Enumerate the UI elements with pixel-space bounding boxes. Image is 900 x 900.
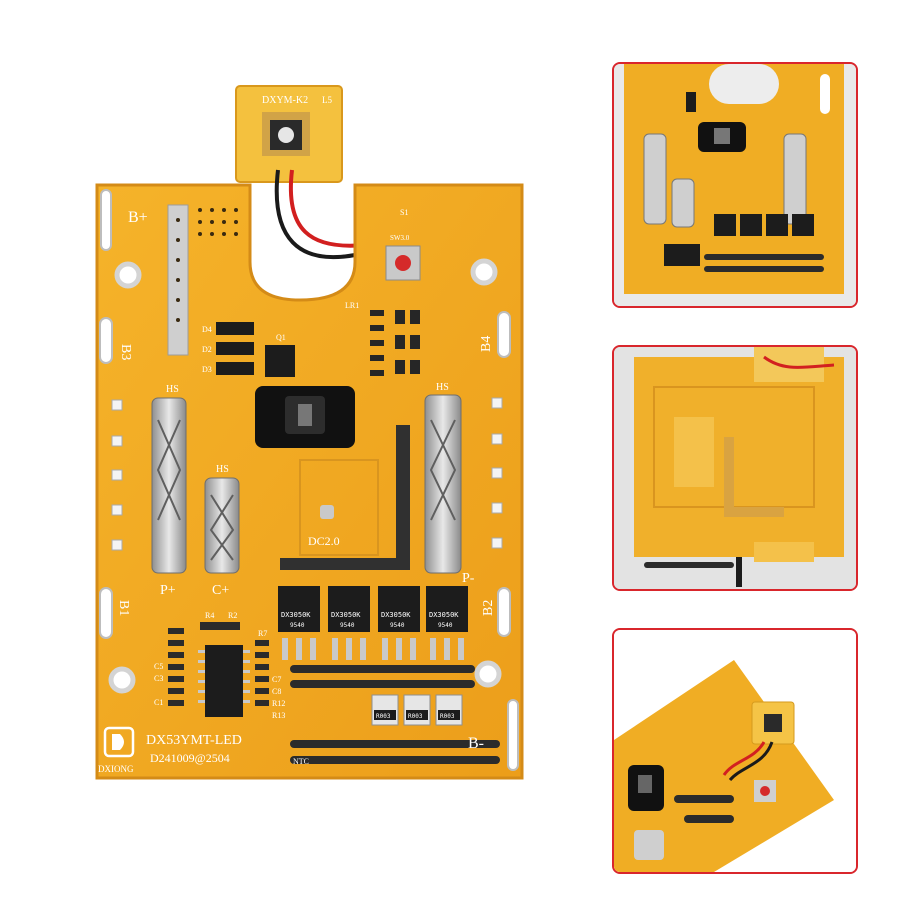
- refdes-r4: R4: [205, 611, 214, 620]
- refdes-lr1: LR1: [345, 301, 359, 310]
- q1-chip: [265, 345, 295, 377]
- sense-resistor-code-3: R003: [440, 713, 455, 720]
- refdes-r12: R12: [272, 699, 285, 708]
- thumbnail-underside-image: [614, 347, 856, 589]
- horizontal-pin-header: [280, 558, 410, 570]
- terminal-bplus: B+: [128, 209, 148, 226]
- ic-pins: [198, 650, 250, 703]
- pad-rows: [290, 665, 500, 764]
- dc-label: DC2.0: [308, 534, 340, 548]
- switch-board: DXYM-K2 L5: [235, 85, 343, 183]
- terminal-bminus: B-: [468, 735, 484, 752]
- thumbnail-top-image: [614, 64, 856, 306]
- side-slots: [99, 189, 519, 771]
- dc-outline: [299, 459, 379, 556]
- mosfet-label-2: DX3050K: [331, 611, 361, 619]
- hs-spring-right: [424, 394, 462, 574]
- refdes-sw3: SW3.0: [390, 234, 410, 242]
- mosfet-label-1: DX3050K: [281, 611, 311, 619]
- refdes-r7: R7: [258, 629, 267, 638]
- mosfet-code-2: 9540: [340, 622, 355, 629]
- model-label: DX53YMT-LED: [146, 733, 242, 748]
- diodes: [216, 322, 254, 375]
- dc-jack[interactable]: [255, 386, 355, 448]
- refdes-s1: S1: [400, 208, 408, 217]
- terminal-b1: B1: [116, 600, 131, 616]
- side-led-pads: [111, 397, 503, 551]
- sense-resistor-code-2: R003: [408, 713, 423, 720]
- mosfet-code-3: 9540: [390, 622, 405, 629]
- refdes-d4: D4: [202, 325, 212, 334]
- refdes-r2: R2: [228, 611, 237, 620]
- thumbnail-angled-view[interactable]: [612, 628, 858, 874]
- hs-spring-left: [151, 397, 187, 574]
- refdes-c3: C3: [154, 674, 163, 683]
- terminal-b4: B4: [479, 336, 494, 352]
- switch-button-icon[interactable]: [395, 255, 411, 271]
- smd-column-left: [168, 622, 269, 706]
- mosfet-label-3: DX3050K: [381, 611, 411, 619]
- terminal-cplus: C+: [212, 583, 229, 598]
- red-wire: [288, 169, 366, 248]
- mosfet-label-4: DX3050K: [429, 611, 459, 619]
- sense-resistors: [371, 694, 463, 726]
- vertical-pin-header: [396, 425, 410, 560]
- refdes-d2: D2: [202, 345, 212, 354]
- refdes-q1: Q1: [276, 333, 286, 342]
- refdes-c8: C8: [272, 687, 281, 696]
- dc-pad: [320, 505, 334, 519]
- date-code: D241009@2504: [150, 751, 230, 765]
- refdes-r13: R13: [272, 711, 285, 720]
- ntc-label: NTC: [293, 757, 309, 766]
- hs-label-right: HS: [436, 382, 449, 393]
- mounting-holes: [108, 258, 502, 694]
- refdes-c1: C1: [154, 698, 163, 707]
- mosfet-code-4: 9540: [438, 622, 453, 629]
- thumbnail-angled-image: [614, 630, 856, 872]
- hs-label-mid: HS: [216, 464, 229, 475]
- terminal-pplus: P+: [160, 583, 176, 598]
- hs-spring-mid: [204, 477, 240, 574]
- thumbnail-underside-closeup[interactable]: [612, 345, 858, 591]
- refdes-c7: C7: [272, 675, 281, 684]
- refdes-c5: C5: [154, 662, 163, 671]
- switch-board-l5: L5: [322, 95, 332, 105]
- sense-resistor-code-1: R003: [376, 713, 391, 720]
- brand-label: DXIONG: [98, 764, 134, 774]
- terminal-pminus: P-: [462, 571, 475, 586]
- dxiong-logo: [103, 726, 135, 758]
- refdes-d3: D3: [202, 365, 212, 374]
- main-pcb-photo: DXYM-K2 L5: [95, 85, 524, 780]
- mosfet-code-1: 9540: [290, 622, 305, 629]
- terminal-b3: B3: [118, 344, 133, 360]
- black-wire: [274, 169, 356, 260]
- mosfet-row: [278, 586, 468, 660]
- hs-label-left: HS: [166, 384, 179, 395]
- thumbnail-top-closeup[interactable]: [612, 62, 858, 308]
- terminal-b2: B2: [481, 600, 496, 616]
- via-grid: [176, 208, 238, 322]
- switch-board-label: DXYM-K2: [262, 95, 308, 106]
- control-ic: [205, 645, 243, 717]
- led-resistor-cluster: [370, 310, 420, 376]
